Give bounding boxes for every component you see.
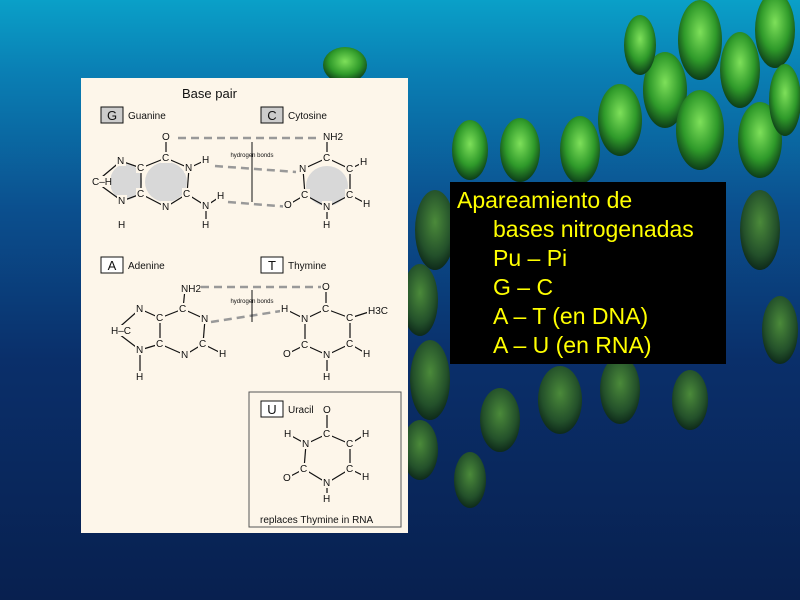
base-letter: A — [108, 258, 117, 273]
base-letter-box — [260, 400, 284, 418]
base-letter-box — [260, 106, 284, 124]
atom-label: NH2 — [181, 284, 201, 295]
atom-label: N — [323, 202, 330, 213]
atom-label: H — [217, 191, 224, 202]
hydrogen-bonds-label: hydrogen bonds — [230, 299, 273, 305]
atom-label: C — [346, 439, 353, 450]
atom-label: O — [322, 282, 330, 293]
atom-label: C — [183, 189, 190, 200]
atom-label: N — [202, 201, 209, 212]
atom-label: O — [323, 405, 331, 416]
atom-label: N — [201, 314, 208, 325]
base-pair-diagram: Base pair hydrogen bonds hydrogen bonds G Gu… — [91, 86, 402, 528]
atom-label: H — [323, 494, 330, 505]
atom-label: C — [162, 153, 169, 164]
atom-label: C — [323, 429, 330, 440]
atom-label: C — [322, 304, 329, 315]
atom-label: N — [185, 163, 192, 174]
atom-label: H — [202, 155, 209, 166]
atom-label: C — [137, 189, 144, 200]
atom-label: O — [283, 473, 291, 484]
atom-label: H — [202, 220, 209, 231]
atom-label: C — [346, 190, 353, 201]
base-name: Guanine — [128, 111, 166, 122]
atom-label: N — [301, 314, 308, 325]
base-letter-box — [100, 106, 124, 124]
atom-label: C — [199, 339, 206, 350]
base-letter-box — [100, 256, 124, 274]
atom-label: N — [117, 156, 124, 167]
text-line: bases nitrogenadas — [493, 216, 694, 242]
base-name: Thymine — [288, 261, 327, 272]
summary-textbox: Apareamiento de bases nitrogenadas Pu – … — [450, 182, 726, 364]
atom-label: C — [346, 164, 353, 175]
atom-label: C — [346, 313, 353, 324]
atom-label: H — [363, 199, 370, 210]
text-line: Pu – Pi — [493, 245, 568, 271]
atom-label: C — [300, 464, 307, 475]
text-line: A – T (en DNA) — [493, 303, 649, 329]
atom-label: O — [284, 200, 292, 211]
atom-label: H — [362, 429, 369, 440]
atom-label: N — [162, 202, 169, 213]
atom-label: H — [323, 372, 330, 383]
atom-label: C — [301, 190, 308, 201]
atom-label: NH2 — [323, 132, 343, 143]
base-pair-figure: Base pair hydrogen bonds hydrogen bonds G Gu… — [81, 78, 408, 533]
figure-title: Base pair — [182, 86, 238, 101]
atom-label: N — [181, 350, 188, 361]
uracil-box — [248, 391, 402, 528]
base-letter: U — [267, 402, 276, 417]
base-letter: T — [268, 258, 276, 273]
atom-label: H–C — [111, 326, 131, 337]
atom-label: C — [156, 313, 163, 324]
atom-label: H — [363, 349, 370, 360]
atom-label: H — [136, 372, 143, 383]
atom-label: H — [281, 304, 288, 315]
atom-label: H — [362, 472, 369, 483]
atom-label: N — [302, 439, 309, 450]
atom-label: H — [118, 220, 125, 231]
atom-label: H — [219, 349, 226, 360]
atom-label: N — [299, 164, 306, 175]
atom-label: C — [301, 340, 308, 351]
base-name: Adenine — [128, 261, 165, 272]
text-line: Apareamiento de — [457, 187, 633, 213]
atom-label: O — [283, 349, 291, 360]
base-letter: G — [107, 108, 117, 123]
atom-label: C — [346, 339, 353, 350]
atom-label: O — [162, 132, 170, 143]
base-letter: C — [267, 108, 276, 123]
atom-label: C — [323, 153, 330, 164]
atom-label: N — [118, 196, 125, 207]
text-line: G – C — [493, 274, 554, 300]
atom-label: N — [136, 345, 143, 356]
base-name: Cytosine — [288, 111, 327, 122]
base-letter-box — [260, 256, 284, 274]
text-line: A – U (en RNA) — [493, 332, 652, 358]
atom-label: H3C — [368, 306, 388, 317]
hydrogen-bond-lines — [178, 136, 321, 324]
base-name: Uracil — [288, 405, 314, 416]
atom-label: C — [346, 464, 353, 475]
atom-label: C — [156, 339, 163, 350]
hydrogen-bonds-label: hydrogen bonds — [230, 153, 273, 159]
atom-label: N — [323, 478, 330, 489]
atom-label: H — [284, 429, 291, 440]
atom-label: H — [360, 157, 367, 168]
atom-label: C — [137, 163, 144, 174]
atom-label: N — [136, 304, 143, 315]
atom-label: C — [179, 304, 186, 315]
atom-label: H — [323, 220, 330, 231]
atom-label: N — [323, 350, 330, 361]
atom-label: C–H — [92, 177, 112, 188]
uracil-note: replaces Thymine in RNA — [260, 515, 374, 526]
